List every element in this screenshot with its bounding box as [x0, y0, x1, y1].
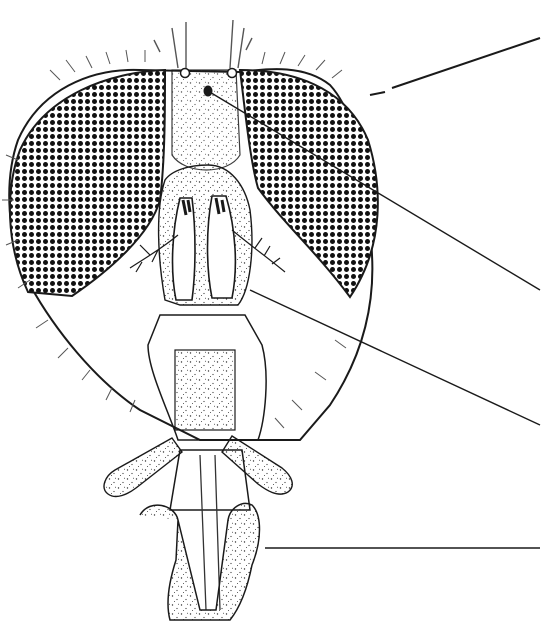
frontal-stripe — [172, 70, 240, 170]
right-compound-eye — [240, 70, 378, 297]
leader-line-3 — [250, 290, 540, 425]
leader-line-2 — [208, 91, 540, 290]
clypeus — [175, 350, 235, 430]
left-ocellus — [181, 69, 190, 78]
right-ocellus — [228, 69, 237, 78]
leader-line-1 — [370, 38, 540, 95]
haustellum-groove — [200, 455, 220, 610]
vertex-bristles — [154, 20, 252, 68]
left-palp — [104, 438, 182, 496]
labellum — [140, 503, 260, 620]
right-palp — [222, 436, 292, 494]
